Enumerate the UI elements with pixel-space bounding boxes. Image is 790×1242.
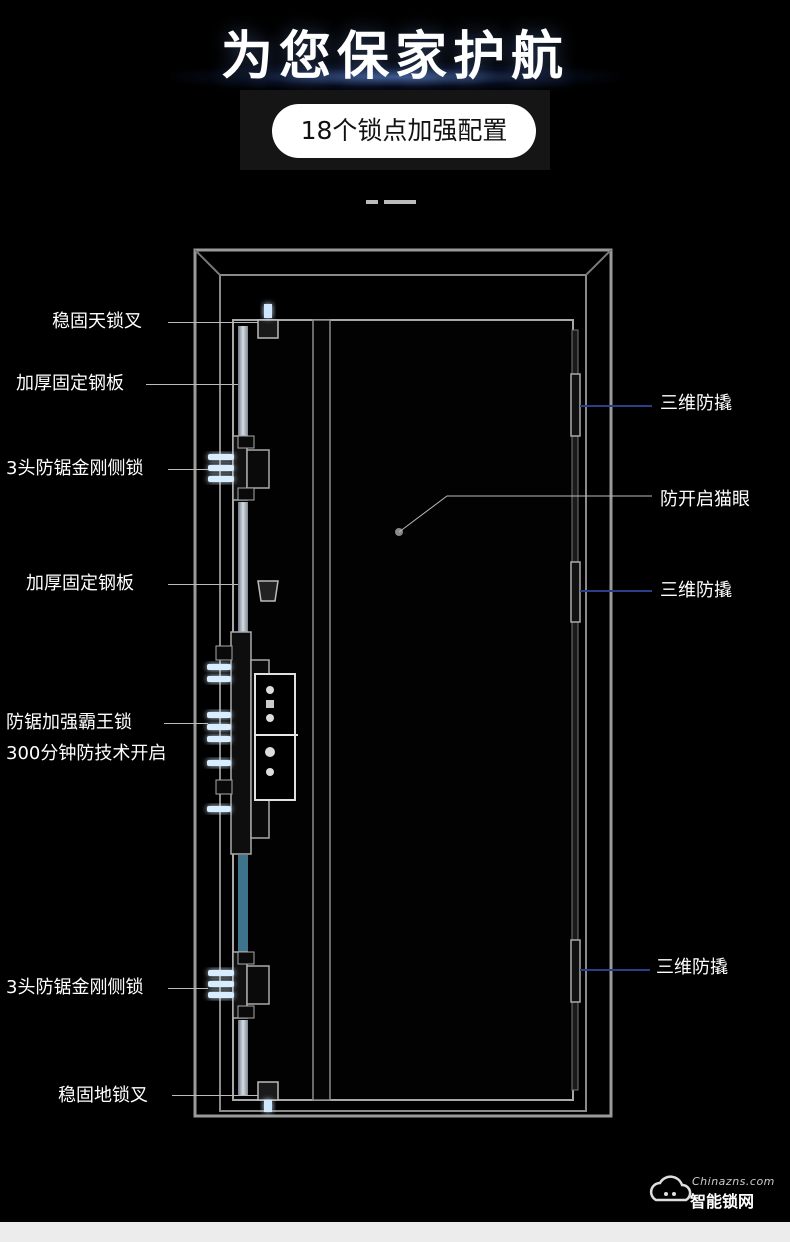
hinge-middle (570, 561, 581, 623)
label-side-lock-lower: 3头防锯金刚侧锁 (6, 977, 144, 998)
steel-plate-upper (238, 326, 248, 436)
lock-points-badge: 18个锁点加强配置 (272, 104, 536, 158)
main-lock-body (207, 631, 298, 855)
door-handle-icon (257, 580, 279, 602)
leader-side-lock-upper (168, 469, 208, 470)
steel-plate-middle (238, 502, 248, 632)
cloud-icon (649, 1175, 692, 1202)
leader-top-bolt (168, 322, 258, 323)
label-steel-plate-middle: 加厚固定钢板 (26, 573, 134, 594)
peephole-leader (398, 495, 652, 533)
leader-bottom-bolt (172, 1095, 258, 1096)
door-stile (312, 319, 331, 1101)
hinge-upper (570, 373, 581, 437)
watermark-name: 智能锁网 (690, 1192, 755, 1211)
label-anti-pry-upper: 三维防撬 (660, 393, 732, 414)
label-anti-pry-lower: 三维防撬 (656, 957, 728, 978)
label-steel-plate-upper: 加厚固定钢板 (16, 373, 124, 394)
hinge-edge (571, 329, 579, 1091)
title-glow (170, 62, 620, 92)
side-lock-lower (208, 951, 270, 1019)
leader-anti-pry-upper (580, 405, 652, 407)
leader-steel-plate-middle (168, 584, 238, 585)
leader-steel-plate-upper (146, 384, 238, 385)
leader-main-lock (164, 723, 208, 724)
page-title: 为您保家护航 (220, 27, 569, 87)
steel-plate-bottom (238, 1020, 248, 1095)
label-main-lock-line1: 防锯加强霸王锁 (6, 712, 132, 733)
label-top-bolt: 稳固天锁叉 (52, 311, 142, 332)
steel-plate-lower (238, 855, 248, 955)
door-inner-frame (219, 274, 587, 1112)
hinge-lower (570, 939, 581, 1003)
watermark-url: Chinazns.com (692, 1175, 775, 1188)
leader-side-lock-lower (168, 988, 208, 989)
label-side-lock-upper: 3头防锯金刚侧锁 (6, 458, 144, 479)
leader-anti-pry-lower (580, 969, 650, 971)
top-lock-bolt (257, 319, 279, 339)
label-anti-pry-middle: 三维防撬 (660, 580, 732, 601)
bottom-lock-bolt (257, 1081, 279, 1101)
label-main-lock-line2: 300分钟防技术开启 (6, 743, 167, 764)
label-bottom-bolt: 稳固地锁叉 (58, 1085, 148, 1106)
footer-bar (0, 1222, 790, 1242)
door-outer-frame (193, 248, 613, 1118)
divider-dash-long (384, 200, 416, 204)
divider-dash-short (366, 200, 378, 204)
side-lock-upper (208, 435, 270, 501)
leader-anti-pry-middle (580, 590, 652, 592)
label-peephole: 防开启猫眼 (660, 489, 750, 510)
